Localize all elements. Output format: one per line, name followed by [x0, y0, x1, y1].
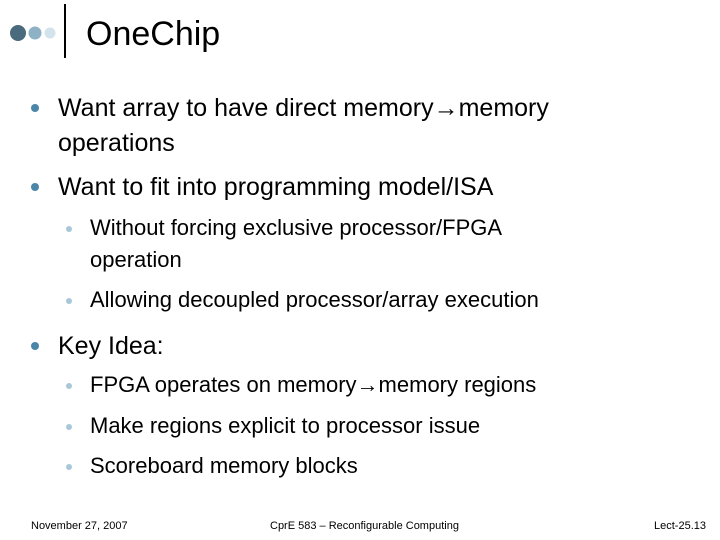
- bullet-marker: [31, 342, 39, 350]
- sub-bullet-text-continued: operation: [90, 247, 182, 272]
- title-divider: [64, 4, 66, 58]
- sub-bullet-text: Without forcing exclusive processor/FPGA: [90, 215, 503, 240]
- sub-bullet-text: Make regions explicit to processor issue: [90, 413, 481, 438]
- sub-bullet-marker: [66, 464, 72, 470]
- sub-bullet-text: FPGA operates on memory→memory regions: [90, 372, 537, 397]
- sub-bullet-text: Scoreboard memory blocks: [90, 453, 358, 478]
- footer-date: November 27, 2007: [31, 520, 128, 532]
- sub-bullet-marker: [66, 226, 72, 232]
- sub-bullet-text: Allowing decoupled processor/array execu…: [90, 287, 539, 312]
- bullet-text: Want array to have direct memory→memory: [58, 94, 549, 122]
- decorative-dots-icon: [10, 25, 56, 41]
- bullet-marker: [31, 104, 39, 112]
- sub-bullet-marker: [66, 383, 72, 389]
- footer-slide-number: Lect-25.13: [654, 520, 706, 532]
- sub-bullet-marker: [66, 424, 72, 430]
- bullet-text: Key Idea:: [58, 332, 164, 360]
- bullet-marker: [31, 183, 39, 191]
- slide-title: OneChip: [86, 15, 221, 53]
- footer-course: CprE 583 – Reconfigurable Computing: [270, 520, 459, 532]
- bullet-text-continued: operations: [58, 129, 175, 157]
- sub-bullet-marker: [66, 298, 72, 304]
- bullet-text: Want to fit into programming model/ISA: [58, 173, 494, 201]
